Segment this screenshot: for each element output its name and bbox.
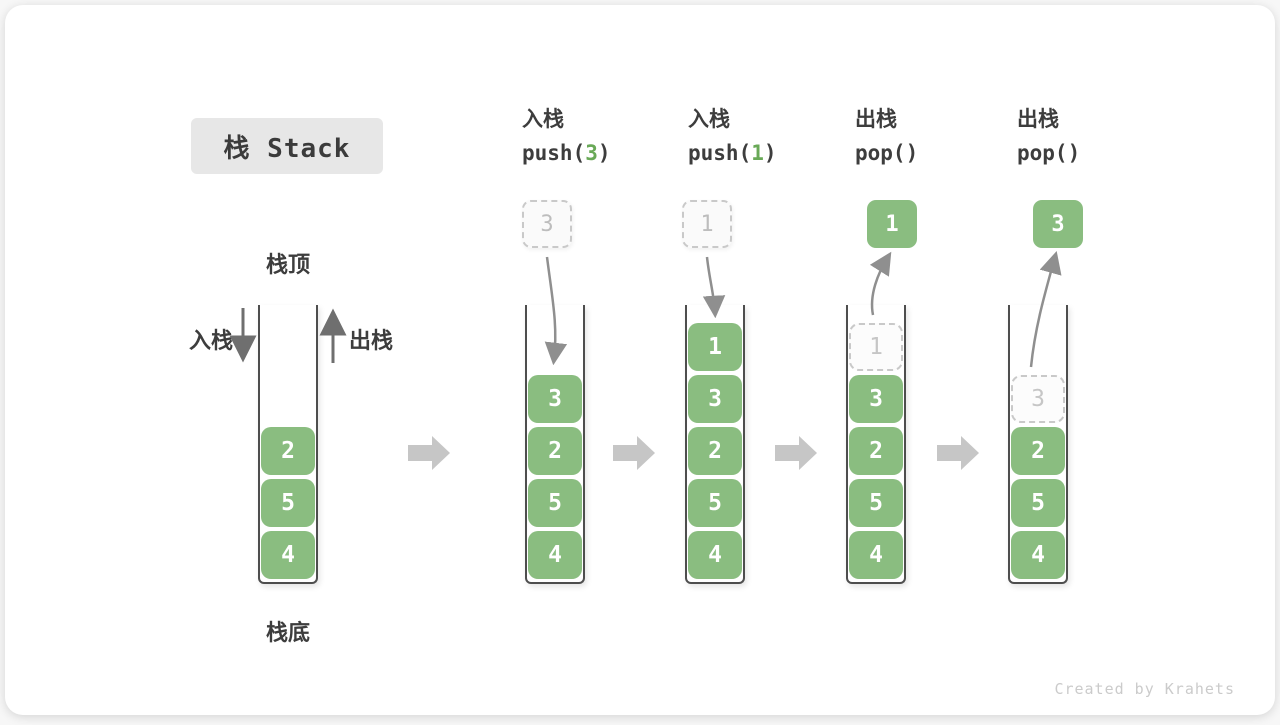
stack-element: 5 [1011, 479, 1065, 527]
watermark: Created by Krahets [1054, 680, 1235, 698]
stack-element: 1 [688, 323, 742, 371]
stack-after-push-1: 1 3 2 5 4 [685, 305, 745, 584]
operation-label-pop-1: 出栈 pop() [855, 109, 918, 164]
step-arrow [775, 436, 817, 470]
stack-element: 3 [849, 375, 903, 423]
operation-label-pop-3: 出栈 pop() [1017, 109, 1080, 164]
stack-after-push-3: 3 2 5 4 [525, 305, 585, 584]
operation-name: 出栈 [855, 107, 897, 131]
stack-element: 4 [528, 531, 582, 579]
code-argument: 1 [751, 141, 764, 165]
stack-element: 3 [688, 375, 742, 423]
step-arrow [408, 436, 450, 470]
stack-element-removed: 3 [1011, 375, 1065, 423]
operation-name: 入栈 [688, 107, 730, 131]
staging-value-box: 1 [682, 200, 732, 248]
operation-code: push(1) [688, 141, 777, 165]
staging-value-box: 3 [522, 200, 572, 248]
popped-value-box: 3 [1033, 200, 1083, 248]
pop-direction-label: 出栈 [349, 329, 394, 354]
stack-element-removed: 1 [849, 323, 903, 371]
stack-after-pop-1: 1 3 2 5 4 [846, 305, 906, 584]
operation-label-push-1: 入栈 push(1) [688, 109, 777, 164]
stack-element: 4 [849, 531, 903, 579]
diagram-title: 栈 Stack [223, 133, 351, 164]
push-direction-label: 入栈 [188, 329, 233, 354]
push-flow-arrow [702, 256, 726, 319]
operation-name: 入栈 [522, 107, 564, 131]
stack-element: 2 [528, 427, 582, 475]
stack-element: 2 [261, 427, 315, 475]
stack-element: 5 [528, 479, 582, 527]
stack-element: 5 [849, 479, 903, 527]
stack-element: 2 [688, 427, 742, 475]
stack-initial: 2 5 4 [258, 305, 318, 584]
code-argument: 3 [585, 141, 598, 165]
operation-name: 出栈 [1017, 107, 1059, 131]
stack-element: 2 [849, 427, 903, 475]
operation-code: pop() [1017, 141, 1081, 165]
stack-top-label: 栈顶 [265, 253, 310, 278]
arrows-overlay [229, 250, 1062, 470]
stack-element: 5 [688, 479, 742, 527]
operation-code: pop() [855, 141, 919, 165]
diagram-canvas: 栈 Stack 栈顶 栈底 入栈 出栈 入栈 push(3) 入栈 push(1… [5, 5, 1275, 715]
stack-element: 5 [261, 479, 315, 527]
step-arrow [937, 436, 979, 470]
stack-element: 4 [261, 531, 315, 579]
stack-after-pop-3: 3 2 5 4 [1008, 305, 1068, 584]
stack-element: 3 [528, 375, 582, 423]
step-arrow [613, 436, 655, 470]
popped-value-box: 1 [867, 200, 917, 248]
stack-element: 4 [688, 531, 742, 579]
stack-element: 2 [1011, 427, 1065, 475]
operation-code: push(3) [522, 141, 611, 165]
operation-label-push-3: 入栈 push(3) [522, 109, 611, 164]
stack-element: 4 [1011, 531, 1065, 579]
stack-bottom-label: 栈底 [265, 621, 310, 646]
diagram-title-box: 栈 Stack [191, 118, 383, 174]
